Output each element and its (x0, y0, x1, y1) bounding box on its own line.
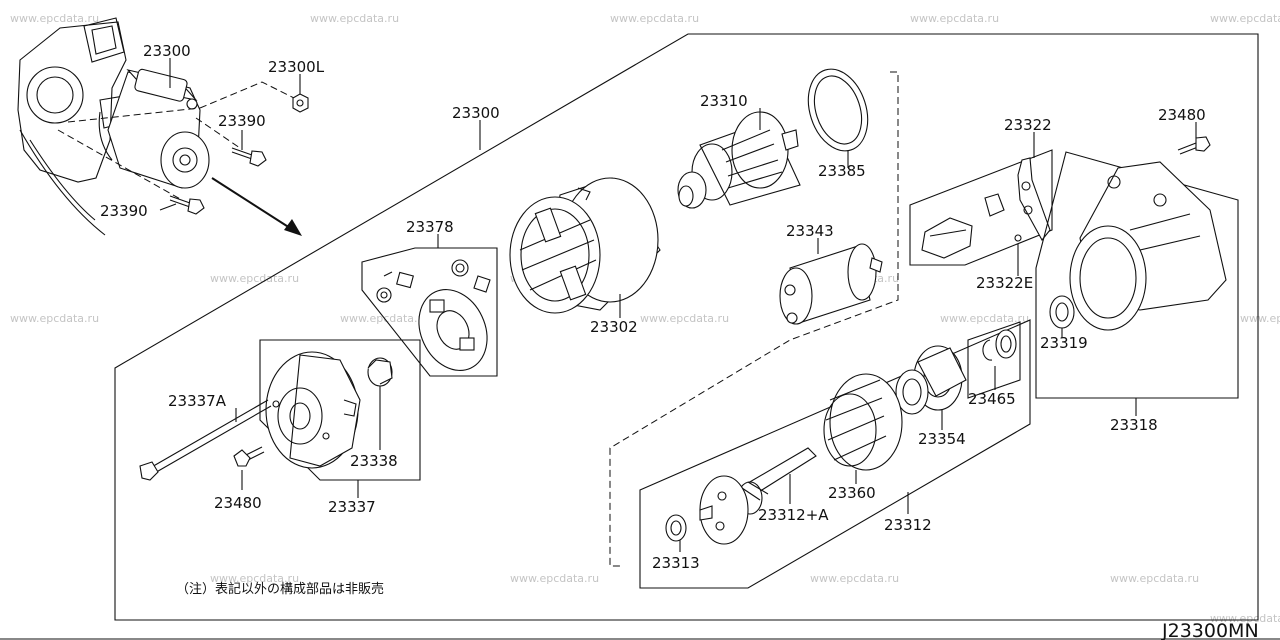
label-23378: 23378 (406, 218, 454, 236)
label-23300-main: 23300 (452, 104, 500, 122)
label-23338: 23338 (350, 452, 398, 470)
end-cover-23337 (265, 351, 361, 469)
label-23343: 23343 (786, 222, 834, 240)
watermark: www.epcdata.ru (1210, 12, 1280, 25)
part-labels: 23300 23300L 23390 23390 23300 23310 233… (100, 42, 1206, 572)
label-23390-lower: 23390 (100, 202, 148, 220)
label-23302: 23302 (590, 318, 638, 336)
bolt-23390-lower (169, 195, 205, 215)
label-23312: 23312 (884, 516, 932, 534)
armature-23310 (677, 111, 801, 209)
watermark: www.epcdata.ru (210, 272, 299, 285)
label-23300L: 23300L (268, 58, 325, 76)
shaft-gear-23312A (699, 447, 817, 545)
watermark: www.epcdata.ru (810, 572, 899, 585)
guide-line (67, 107, 201, 123)
end-cover-box (259, 339, 421, 481)
watermark: www.epcdata.ru (910, 12, 999, 25)
front-housing-23318 (1069, 161, 1227, 331)
label-23360: 23360 (828, 484, 876, 502)
nut-23300L (292, 93, 309, 113)
bolt-23480-lower (233, 446, 265, 467)
bolt-23390-upper (231, 147, 267, 167)
leader-lines (159, 58, 1197, 552)
watermark: www.epcdata.ru (940, 312, 1029, 325)
bearing-23313 (665, 514, 687, 542)
watermark: www.epcdata.ru (510, 572, 599, 585)
gasket-ring-23385 (807, 68, 869, 152)
diagram-code: J23300MN (1161, 620, 1259, 640)
brush-holder-23378 (376, 259, 491, 371)
solenoid-23343 (779, 243, 883, 325)
bolt-23480-upper (1177, 136, 1211, 155)
watermark: www.epcdata.ru (1110, 572, 1199, 585)
brush-23338 (367, 357, 393, 387)
label-23300-top: 23300 (143, 42, 191, 60)
label-23319: 23319 (1040, 334, 1088, 352)
label-23480-upper: 23480 (1158, 106, 1206, 124)
footnote: （注）表記以外の構成部品は非販売 (176, 581, 384, 597)
watermark: www.epcdata.ru (310, 12, 399, 25)
label-23310: 23310 (700, 92, 748, 110)
watermark: www.epcdata.ru (640, 312, 729, 325)
label-23354: 23354 (918, 430, 966, 448)
housing-box (1035, 151, 1239, 399)
watermark: www.epcdata.ru (1210, 612, 1280, 625)
clutch-23360 (823, 373, 903, 471)
yoke-housing-23302 (509, 177, 661, 314)
label-23322: 23322 (1004, 116, 1052, 134)
pinion-group-box (639, 319, 1031, 589)
label-23313: 23313 (652, 554, 700, 572)
watermark: www.epcdata.ru (210, 572, 299, 585)
starter-motor-mounted (98, 68, 210, 189)
guide-line (195, 117, 241, 149)
assembly-frame (114, 33, 1259, 621)
label-23318: 23318 (1110, 416, 1158, 434)
through-bolt-23337A (139, 399, 272, 481)
brush-holder-box (361, 247, 498, 377)
label-23337: 23337 (328, 498, 376, 516)
guide-line (199, 81, 299, 109)
watermark: www.epcdata.ru (610, 12, 699, 25)
label-23337A: 23337A (168, 392, 227, 410)
lever-kit-23322 (921, 157, 1051, 259)
label-23480-lower: 23480 (214, 494, 262, 512)
clip-set-23465 (967, 321, 1021, 399)
pinion-gear-23354 (895, 345, 967, 415)
bushing-23319 (1049, 295, 1075, 329)
watermark: www.epcdata.ru (1240, 312, 1280, 325)
watermark: www.epcdata.ru (10, 12, 99, 25)
guide-line (57, 129, 183, 201)
label-23465: 23465 (968, 390, 1016, 408)
label-23322E: 23322E (976, 274, 1033, 292)
direction-arrow (211, 177, 302, 236)
label-23390-upper: 23390 (218, 112, 266, 130)
label-23312-plus-a: 23312+A (758, 506, 829, 524)
watermark: www.epcdata.ru (10, 312, 99, 325)
label-23385: 23385 (818, 162, 866, 180)
